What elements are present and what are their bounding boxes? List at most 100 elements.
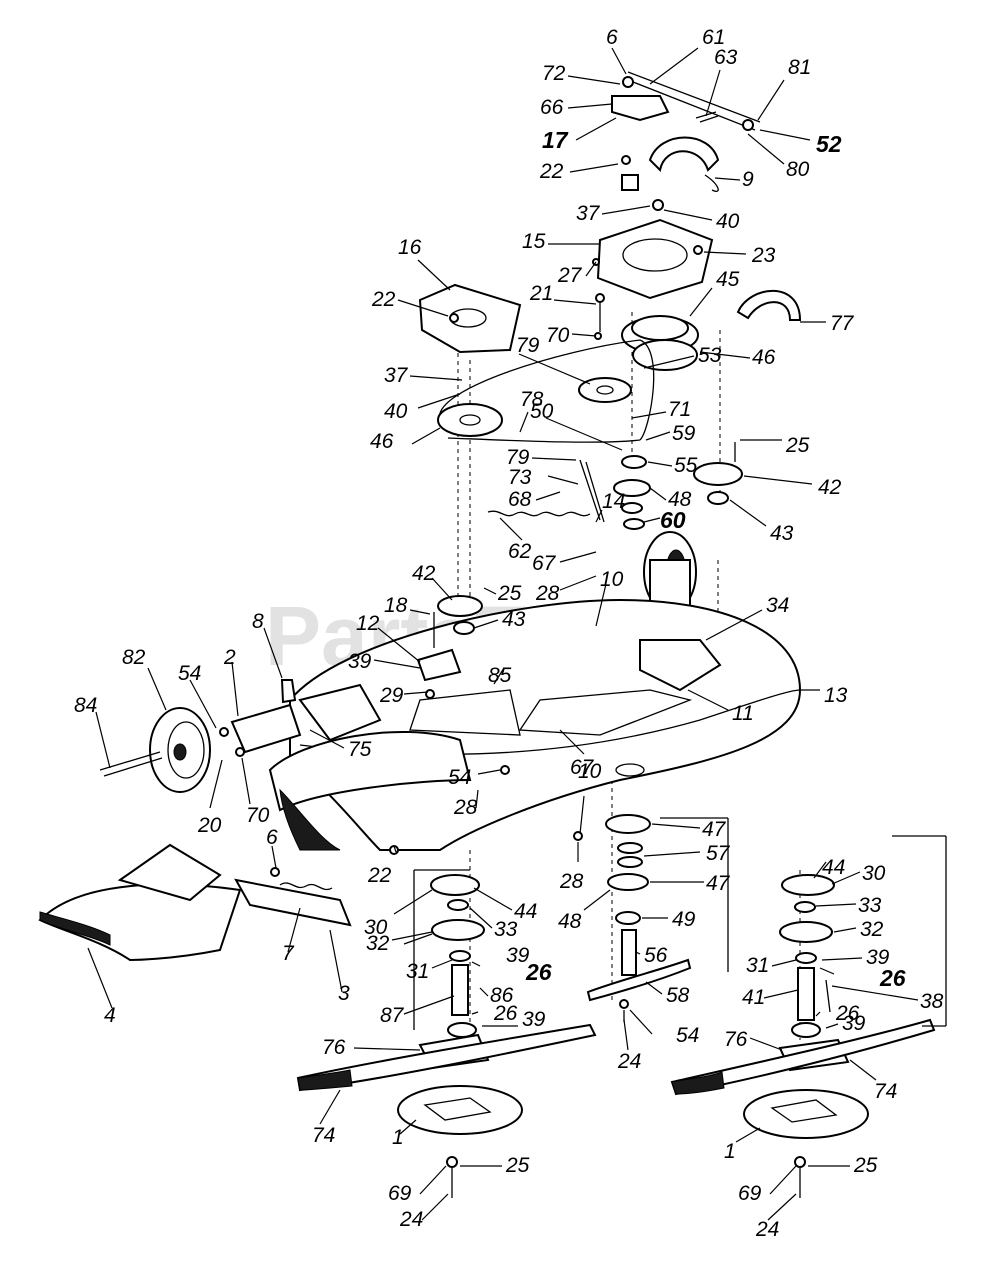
parts-drawing bbox=[38, 71, 947, 1198]
part-label-37-left: 37 bbox=[384, 364, 409, 387]
part-label-26-left: 26 bbox=[525, 959, 552, 985]
part-label-59: 59 bbox=[672, 422, 696, 445]
part-label-48-top: 48 bbox=[668, 488, 692, 511]
part-label-22-top: 22 bbox=[539, 160, 564, 183]
part-label-1-right: 1 bbox=[724, 1140, 736, 1163]
part-label-26-right: 26 bbox=[879, 965, 906, 991]
part-label-54-left: 54 bbox=[178, 662, 201, 685]
part-label-39-right: 39 bbox=[866, 946, 890, 969]
part-label-18: 18 bbox=[384, 594, 408, 617]
part-label-6-low: 6 bbox=[266, 826, 278, 849]
part-label-15: 15 bbox=[522, 230, 546, 253]
part-label-55: 55 bbox=[674, 454, 698, 477]
part-label-26-low-right: 26 bbox=[835, 1002, 860, 1025]
part-label-81: 81 bbox=[788, 56, 811, 79]
part-label-74-right: 74 bbox=[874, 1080, 897, 1103]
part-label-39-low-right: 39 bbox=[842, 1012, 866, 1035]
part-label-25-top: 25 bbox=[785, 434, 810, 457]
part-label-45: 45 bbox=[716, 268, 740, 291]
part-label-32-left: 32 bbox=[366, 932, 390, 955]
part-label-54-mid: 54 bbox=[448, 766, 471, 789]
part-label-31-left: 31 bbox=[406, 960, 429, 983]
part-label-43-left: 43 bbox=[502, 608, 526, 631]
part-label-22-low: 22 bbox=[367, 864, 392, 887]
part-label-17: 17 bbox=[542, 127, 569, 153]
part-label-43-right: 43 bbox=[770, 522, 794, 545]
part-label-80: 80 bbox=[786, 158, 810, 181]
part-label-54-low: 54 bbox=[676, 1024, 699, 1047]
part-label-14: 14 bbox=[602, 490, 625, 513]
part-label-7: 7 bbox=[282, 942, 295, 965]
part-label-28-mid: 28 bbox=[535, 582, 560, 605]
part-label-86: 86 bbox=[490, 984, 514, 1007]
part-label-52: 52 bbox=[816, 131, 842, 157]
part-label-37-top: 37 bbox=[576, 202, 601, 225]
part-label-34: 34 bbox=[766, 594, 789, 617]
part-label-44-right: 44 bbox=[822, 856, 845, 879]
part-label-28-right: 28 bbox=[559, 870, 584, 893]
part-label-48-mid: 48 bbox=[558, 910, 582, 933]
part-label-2: 2 bbox=[223, 646, 236, 669]
part-label-24-mid: 24 bbox=[617, 1050, 641, 1073]
part-label-9: 9 bbox=[742, 168, 754, 191]
part-label-71: 71 bbox=[668, 398, 691, 421]
part-label-70-mid: 70 bbox=[246, 804, 270, 827]
part-label-46-left: 46 bbox=[370, 430, 394, 453]
part-label-31-right: 31 bbox=[746, 954, 769, 977]
part-label-4: 4 bbox=[104, 1004, 116, 1027]
part-label-49: 49 bbox=[672, 908, 696, 931]
part-label-76-left: 76 bbox=[322, 1036, 346, 1059]
part-label-40-top: 40 bbox=[716, 210, 740, 233]
part-label-32-right: 32 bbox=[860, 918, 884, 941]
part-label-74-left: 74 bbox=[312, 1124, 335, 1147]
part-label-58: 58 bbox=[666, 984, 690, 1007]
part-label-69-left: 69 bbox=[388, 1182, 412, 1205]
part-label-76-right: 76 bbox=[724, 1028, 748, 1051]
part-label-12: 12 bbox=[356, 612, 380, 635]
part-label-82: 82 bbox=[122, 646, 146, 669]
part-label-47-mid: 47 bbox=[706, 872, 731, 895]
part-label-50: 50 bbox=[530, 400, 554, 423]
part-label-77: 77 bbox=[830, 312, 855, 335]
part-label-69-right: 69 bbox=[738, 1182, 762, 1205]
part-label-41: 41 bbox=[742, 986, 765, 1009]
part-label-73: 73 bbox=[508, 466, 532, 489]
part-label-33-right: 33 bbox=[858, 894, 882, 917]
part-label-38: 38 bbox=[920, 990, 944, 1013]
part-label-25-low-right: 25 bbox=[853, 1154, 878, 1177]
part-label-53: 53 bbox=[698, 344, 722, 367]
part-label-75: 75 bbox=[348, 738, 372, 761]
part-label-46-right: 46 bbox=[752, 346, 776, 369]
part-label-42-left: 42 bbox=[412, 562, 436, 585]
part-label-72: 72 bbox=[542, 62, 566, 85]
leader-lines bbox=[87, 47, 919, 1221]
part-label-84: 84 bbox=[74, 694, 97, 717]
part-label-1-left: 1 bbox=[392, 1126, 404, 1149]
part-label-39-low-left: 39 bbox=[522, 1008, 546, 1031]
part-label-11: 11 bbox=[732, 702, 754, 725]
part-label-25-low-left: 25 bbox=[505, 1154, 530, 1177]
part-label-3: 3 bbox=[338, 982, 350, 1005]
part-label-6-top: 6 bbox=[606, 26, 618, 49]
part-label-23: 23 bbox=[751, 244, 776, 267]
part-label-63: 63 bbox=[714, 46, 738, 69]
part-label-22-left: 22 bbox=[371, 288, 396, 311]
part-label-70-top: 70 bbox=[546, 324, 570, 347]
part-label-33-left: 33 bbox=[494, 918, 518, 941]
part-label-24-low-right: 24 bbox=[755, 1218, 779, 1241]
part-label-56: 56 bbox=[644, 944, 668, 967]
part-label-28-low: 28 bbox=[453, 796, 478, 819]
part-label-30-left: 30 bbox=[364, 916, 388, 939]
part-label-39-left: 39 bbox=[506, 944, 530, 967]
part-label-79-top: 79 bbox=[516, 334, 540, 357]
part-label-25-mid: 25 bbox=[497, 582, 522, 605]
part-label-21: 21 bbox=[529, 282, 553, 305]
part-label-60: 60 bbox=[660, 507, 686, 533]
part-label-27: 27 bbox=[557, 264, 583, 287]
part-label-78: 78 bbox=[520, 388, 544, 411]
part-label-13: 13 bbox=[824, 684, 848, 707]
part-label-57: 57 bbox=[706, 842, 731, 865]
part-label-8: 8 bbox=[252, 610, 264, 633]
